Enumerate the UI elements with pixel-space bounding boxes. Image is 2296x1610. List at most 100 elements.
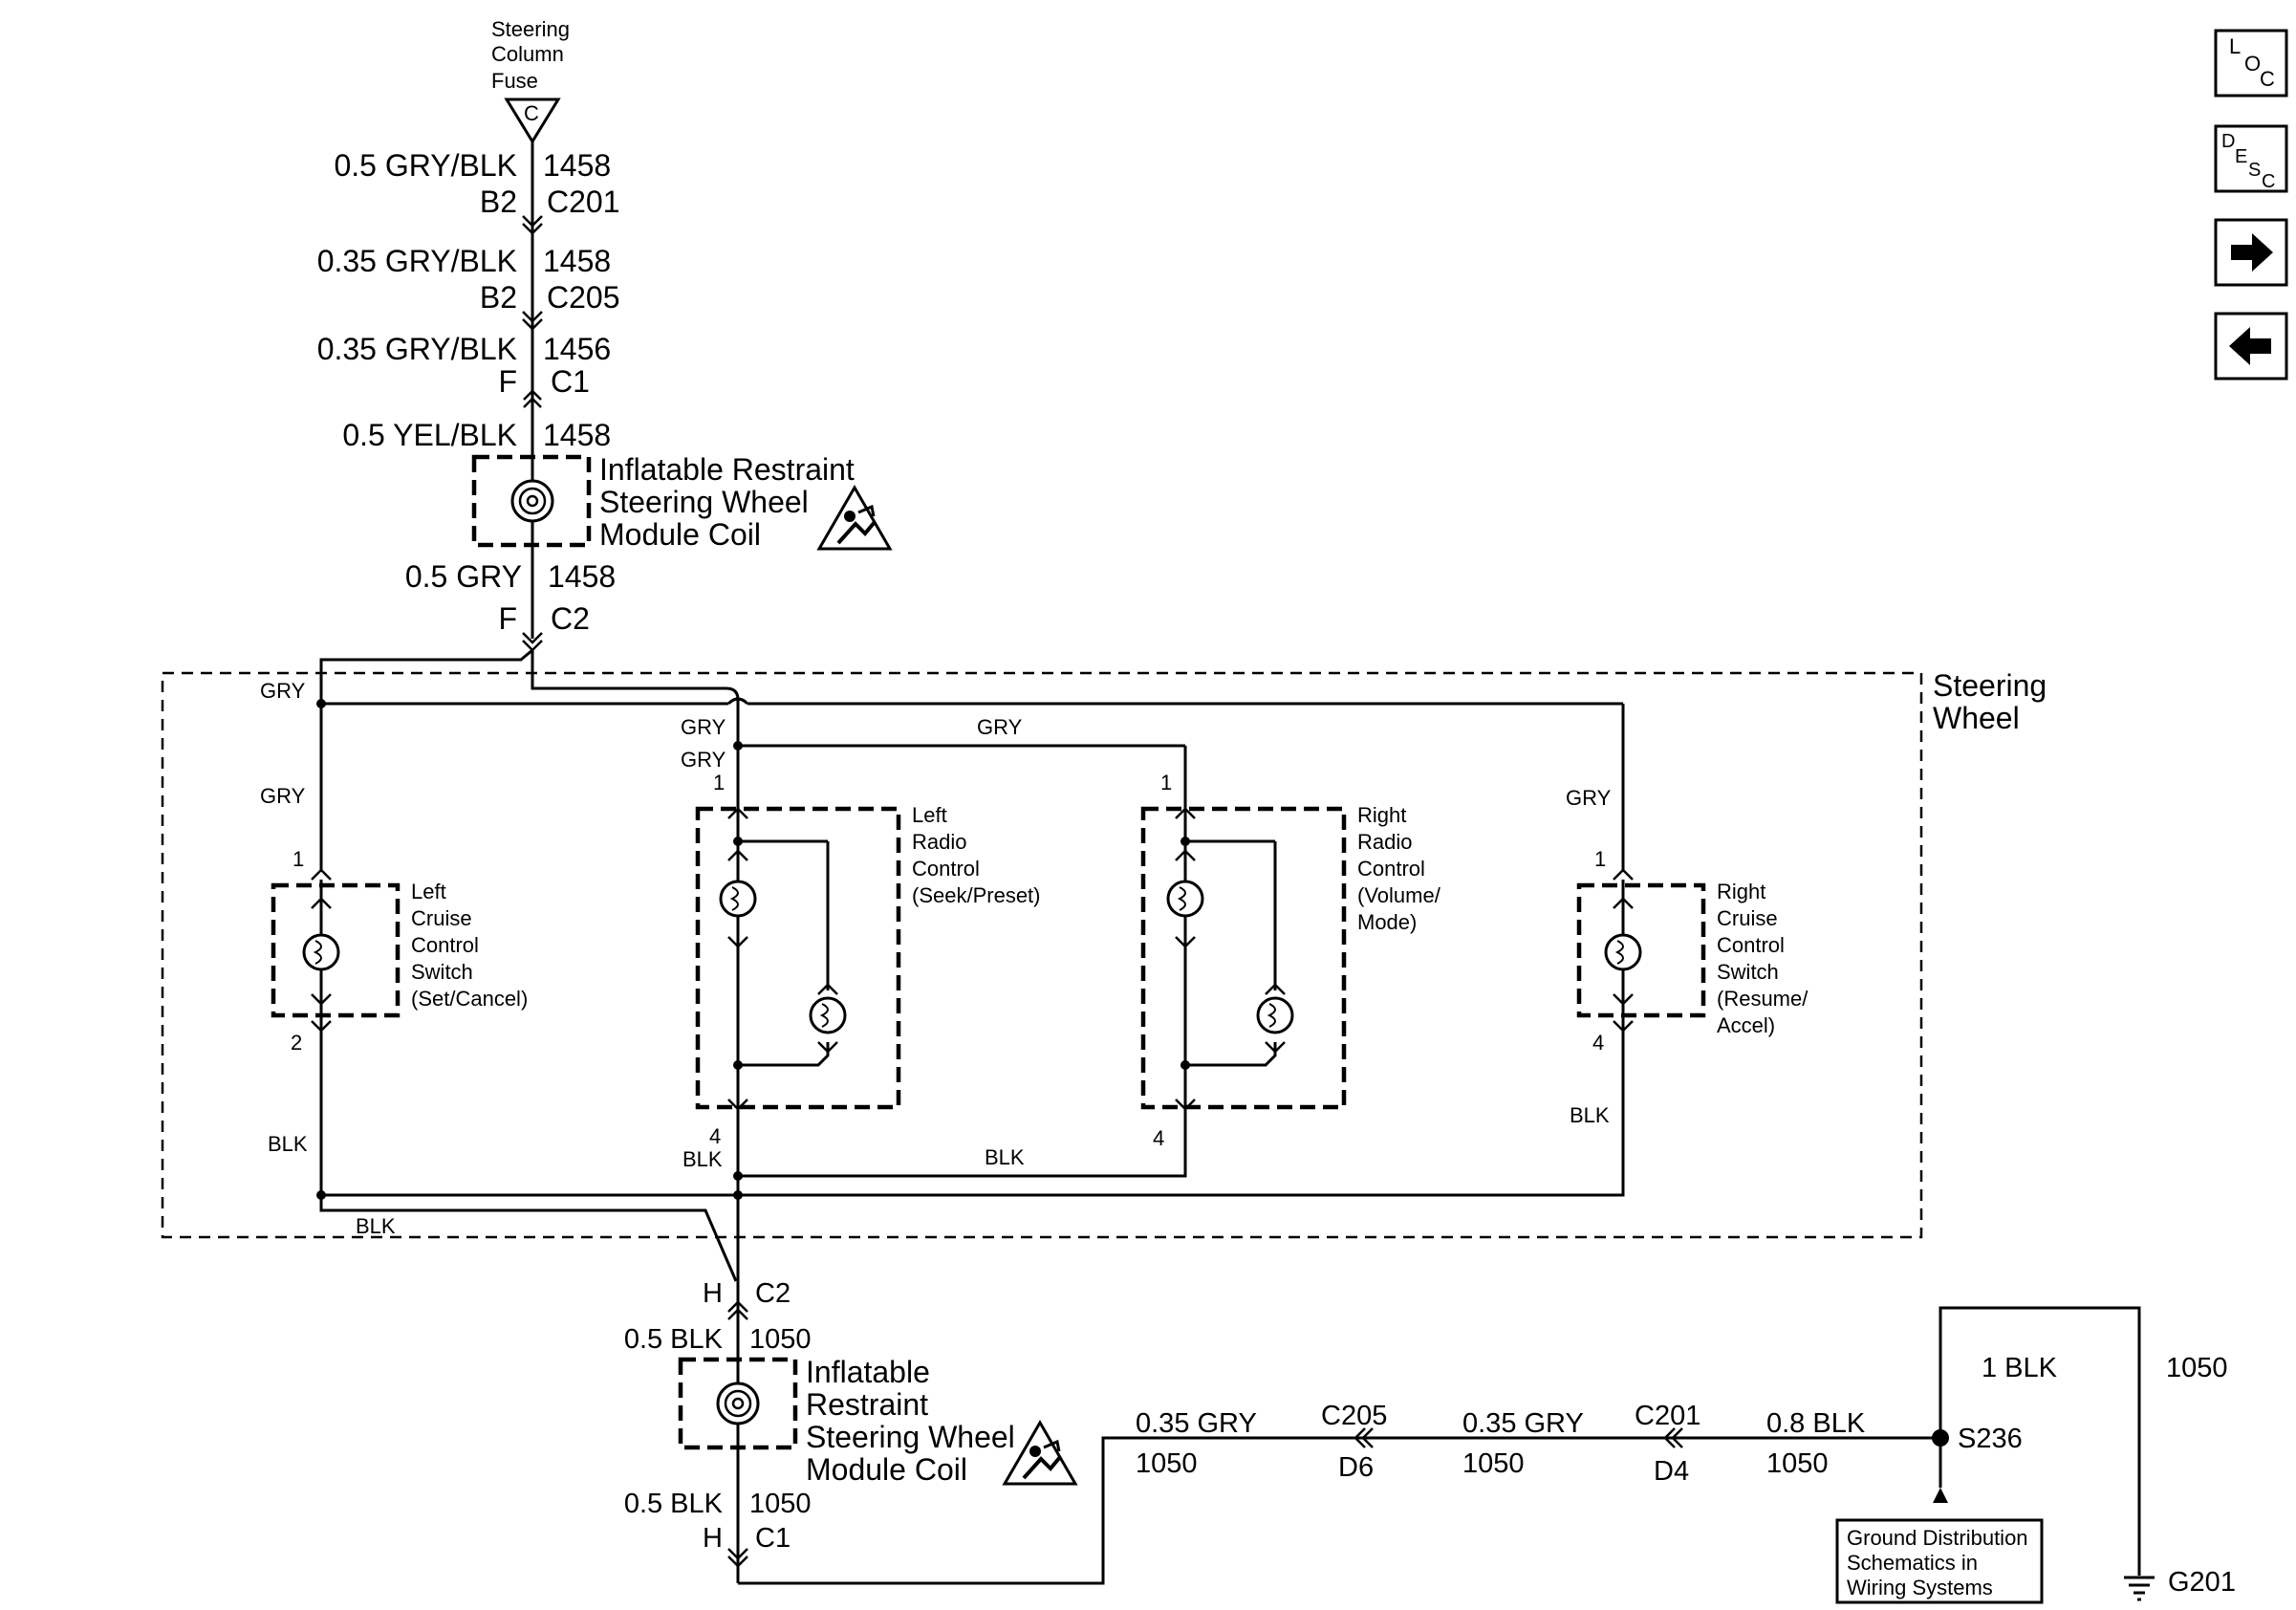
- left-radio-label-3: Control: [912, 857, 980, 881]
- steering-wheel-boundary: [161, 671, 1923, 1239]
- splice-label: S236: [1958, 1424, 2023, 1454]
- chevron-icon: [817, 1041, 838, 1054]
- switch-coil-icon: [809, 996, 847, 1034]
- circuit-number: 1050: [1136, 1448, 1198, 1479]
- pin-label: H: [703, 1523, 723, 1554]
- fuse-label-3: Fuse: [491, 69, 538, 93]
- ground-wire: [1939, 1306, 2141, 1576]
- wire-segment-5: 0.5 GRY 1458 F C2: [405, 559, 616, 652]
- ground-icon: [2124, 1576, 2155, 1601]
- wire-segment-1: 0.5 GRY/BLK 1458 B2 C201: [334, 148, 620, 235]
- wire-color-label: GRY: [260, 784, 306, 808]
- circuit-number: 1050: [2166, 1353, 2228, 1383]
- connector-label: C201: [1635, 1401, 1700, 1431]
- previous-page-button[interactable]: [2214, 312, 2288, 381]
- loc-letter-c: C: [2260, 67, 2275, 91]
- wire-label: 0.5 GRY/BLK: [334, 148, 517, 183]
- ground-label: G201: [2168, 1567, 2236, 1598]
- connector-chevron-icon: [727, 1548, 748, 1560]
- pin-label: H: [703, 1278, 723, 1309]
- switch-coil-icon: [719, 880, 757, 918]
- fuse-symbol-icon: [504, 98, 561, 144]
- left-radio-label-4: (Seek/Preset): [912, 883, 1041, 907]
- wire-label: 0.35 GRY/BLK: [317, 244, 517, 278]
- steering-wheel-label-2: Wheel: [1933, 701, 2020, 735]
- wire-segment-2: 0.35 GRY/BLK 1458 B2 C205: [317, 244, 620, 331]
- pin-number: 1: [1594, 847, 1606, 871]
- wire-label: 0.5 BLK: [624, 1324, 724, 1355]
- next-page-button[interactable]: [2214, 218, 2288, 287]
- c205-inline-connector: C205 D6: [1321, 1401, 1387, 1483]
- right-cruise-label-3: Control: [1717, 933, 1785, 957]
- fuse-label-1: Steering: [491, 17, 570, 41]
- pin-number: 4: [1592, 1031, 1604, 1055]
- connector-chevron-icon: [311, 868, 332, 881]
- pin-label: B2: [480, 280, 517, 315]
- right-radio-label-2: Radio: [1357, 830, 1412, 854]
- circuit-number: 1458: [543, 244, 611, 278]
- wire-color-label: BLK: [985, 1145, 1025, 1169]
- switch-wire: [738, 1042, 830, 1067]
- clockspring-icon: [510, 479, 554, 523]
- coil-bottom-label-2: Restraint: [806, 1387, 928, 1422]
- ground-distribution-reference[interactable]: Ground Distribution Schematics in Wiring…: [1835, 1518, 2044, 1604]
- chevron-icon: [1175, 936, 1196, 948]
- connector-chevron-icon: [727, 1099, 748, 1111]
- connector-chevron-icon: [727, 1556, 748, 1568]
- right-radio-label-5: Mode): [1357, 910, 1417, 934]
- c201-inline-connector: C201 D4: [1635, 1401, 1700, 1487]
- right-cruise-label-5: (Resume/: [1717, 987, 1809, 1011]
- connector-chevron-icon: [1663, 1427, 1676, 1448]
- coil-bottom-label-1: Inflatable: [806, 1355, 930, 1389]
- coil-top-label-2: Steering Wheel: [599, 485, 809, 519]
- airbag-warning-icon: [1002, 1420, 1078, 1486]
- connector-chevron-icon: [523, 389, 542, 401]
- switch-coil-icon: [1256, 996, 1294, 1034]
- circuit-number: 1458: [548, 559, 616, 594]
- wire-color-label: GRY: [1566, 786, 1612, 810]
- right-cruise-label-4: Switch: [1717, 960, 1779, 984]
- connector-label: C2: [551, 601, 590, 636]
- left-cruise-box: [271, 882, 401, 1018]
- splice-dot: [733, 1171, 743, 1181]
- wire-color-label: BLK: [268, 1132, 308, 1156]
- airbag-warning-icon: [816, 485, 893, 551]
- desc-letter-s: S: [2248, 160, 2261, 181]
- wire-color-label: GRY: [260, 679, 306, 703]
- description-button[interactable]: D E S C: [2214, 124, 2288, 193]
- connector-chevron-icon: [1175, 1099, 1196, 1111]
- circuit-number: 1050: [749, 1324, 812, 1355]
- pin-number: 4: [1153, 1126, 1164, 1150]
- chevron-icon: [311, 897, 332, 909]
- right-radio-control: 1 Right Radio Control (Volume/ Mode) 4: [1140, 771, 1441, 1150]
- connector-chevron-icon: [522, 215, 543, 228]
- circuit-number: 1456: [543, 332, 611, 366]
- wire-segment-3: 0.35 GRY/BLK 1456 F C1: [317, 332, 611, 408]
- left-radio-label-1: Left: [912, 803, 947, 827]
- location-button[interactable]: L O C: [2214, 29, 2288, 98]
- fuse-letter: C: [524, 101, 539, 125]
- chevron-icon: [1613, 993, 1634, 1006]
- clockspring-icon: [716, 1382, 760, 1425]
- connector-chevron-icon: [1671, 1427, 1683, 1448]
- right-cruise-label-6: Accel): [1717, 1013, 1775, 1037]
- pin-label: F: [498, 364, 517, 399]
- chevron-icon: [311, 993, 332, 1006]
- coil-bottom-label-4: Module Coil: [806, 1452, 967, 1487]
- left-cruise-label-1: Left: [411, 880, 446, 903]
- chevron-icon: [1265, 983, 1286, 995]
- wire-label: 0.35 GRY/BLK: [317, 332, 517, 366]
- ground-box-label-3: Wiring Systems: [1847, 1576, 1993, 1599]
- coil-bottom-box: [678, 1357, 798, 1450]
- right-arrow-icon: [2231, 233, 2273, 272]
- connector-label: C1: [755, 1523, 791, 1554]
- pin-number: 1: [1160, 771, 1172, 794]
- loc-letter-l: L: [2229, 34, 2241, 58]
- steering-column-fuse: Steering Column Fuse C: [491, 17, 570, 144]
- wire-label: 0.8 BLK: [1766, 1408, 1866, 1439]
- left-cruise-label-4: Switch: [411, 960, 473, 984]
- pin-label: B2: [480, 185, 517, 219]
- desc-letter-d: D: [2221, 131, 2235, 152]
- right-cruise-label-2: Cruise: [1717, 906, 1778, 930]
